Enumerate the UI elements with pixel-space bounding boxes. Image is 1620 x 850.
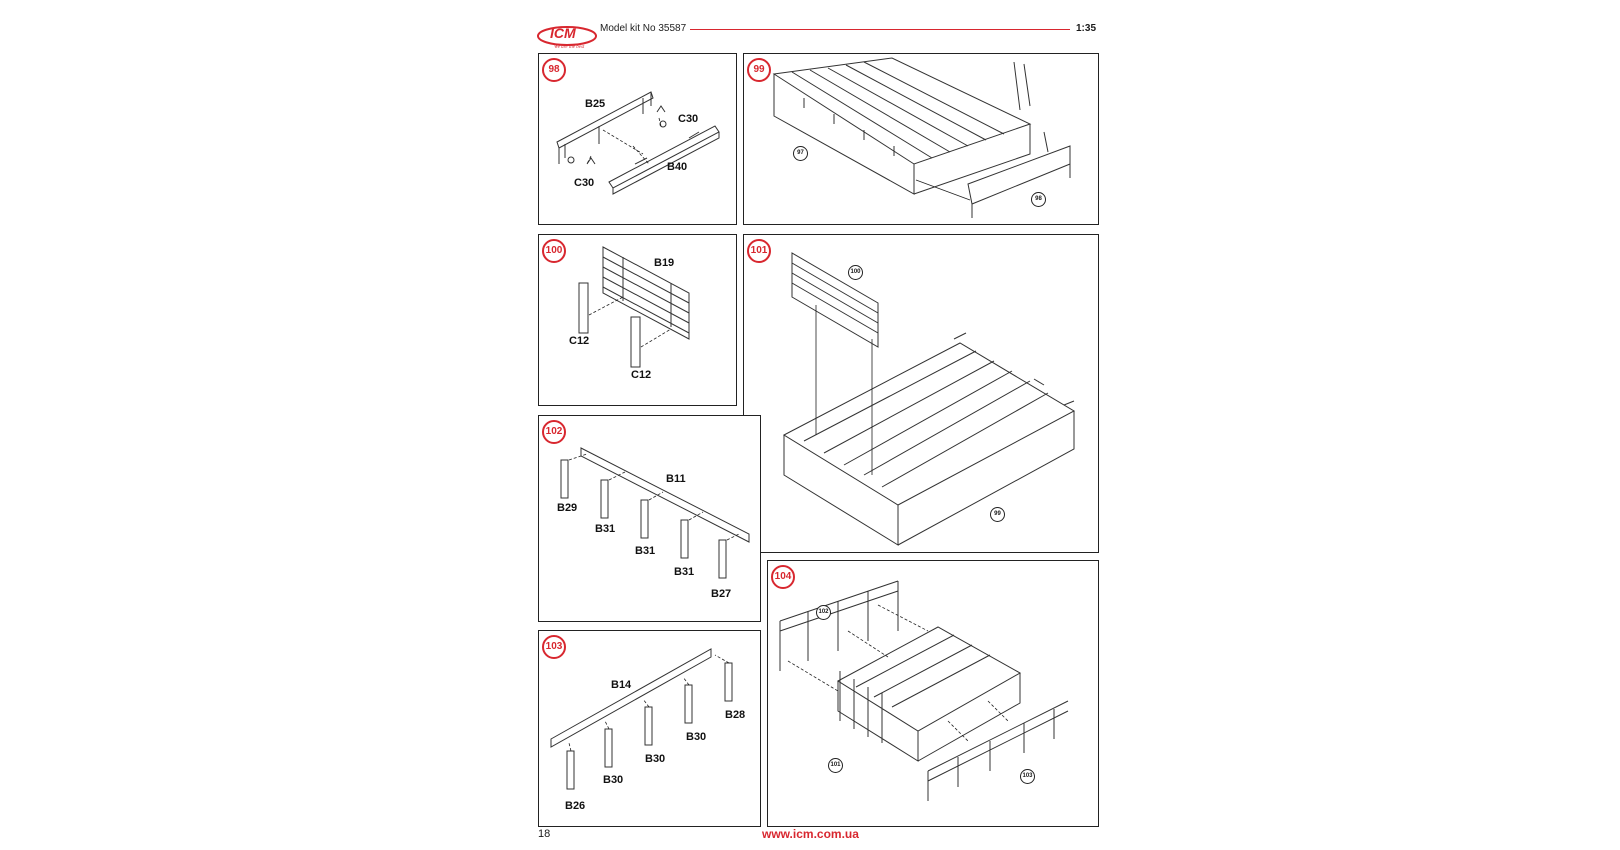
ref-step-98: 98 [1031,192,1046,207]
ref-step-100: 100 [848,265,863,280]
ref-step-99: 99 [990,507,1005,522]
svg-text:We are the best: We are the best [554,45,585,50]
ref-step-103: 103 [1020,769,1035,784]
part-label-b30-a: B30 [686,731,707,743]
kit-number: Model kit No 35587 [600,23,687,34]
step-101-panel: 101 100 99 [743,234,1099,553]
step-number-badge: 104 [771,565,795,589]
part-label-b19: B19 [654,257,675,269]
part-label-b26: B26 [565,800,586,812]
icm-logo: ICM We are the best [537,25,597,50]
ref-step-102: 102 [816,605,831,620]
part-label-b25: B25 [585,98,606,110]
part-label-b29: B29 [557,502,578,514]
step-number-badge: 103 [542,635,566,659]
step-99-drawing [772,57,1071,218]
header-rule [690,29,1070,30]
svg-text:ICM: ICM [550,25,576,41]
step-number-badge: 101 [747,239,771,263]
part-label-c30-bottom: C30 [574,177,595,189]
step-98-panel: 98 B25 C30 C30 B40 [538,53,737,225]
step-104-panel: 104 102 101 103 [767,560,1099,827]
part-label-b30-c: B30 [603,774,624,786]
part-label-c12-right: C12 [631,369,652,381]
part-label-b31-c: B31 [674,566,695,578]
step-102-panel: 102 B11 B29 B31 B31 B31 B27 [538,415,761,622]
step-103-drawing [550,648,733,790]
step-101-drawing [782,252,1076,546]
part-label-b11: B11 [666,473,686,485]
part-label-b28: B28 [725,709,746,721]
website-link[interactable]: www.icm.com.ua [762,827,859,841]
step-98-drawing [556,91,720,195]
part-label-b14: B14 [611,679,632,691]
part-label-b30-b: B30 [645,753,666,765]
page-number: 18 [538,828,551,840]
step-number-badge: 98 [542,58,566,82]
part-label-b27: B27 [711,588,732,600]
ref-step-97: 97 [793,146,808,161]
part-label-b40: B40 [667,161,688,173]
step-104-drawing [779,580,1069,801]
part-label-b31-a: B31 [595,523,616,535]
part-label-c12-left: C12 [569,335,590,347]
step-number-badge: 102 [542,420,566,444]
step-number-badge: 99 [747,58,771,82]
step-99-panel: 99 97 98 [743,53,1099,225]
part-label-b31-b: B31 [635,545,656,557]
ref-step-101: 101 [828,758,843,773]
step-103-panel: 103 B14 B28 B30 B30 B30 B26 [538,630,761,827]
step-number-badge: 100 [542,239,566,263]
scale-label: 1:35 [1076,23,1097,34]
step-100-panel: 100 B19 C12 C12 [538,234,737,406]
part-label-c30-top: C30 [678,113,699,125]
step-102-drawing [560,447,750,579]
step-100-drawing [578,246,690,368]
